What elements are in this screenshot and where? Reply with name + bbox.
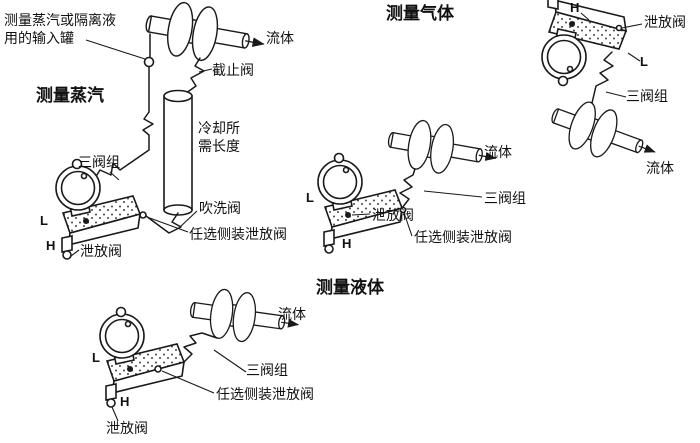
port-high-label-gas: H — [570, 0, 580, 15]
purge-valve-tubing — [145, 212, 182, 234]
figure-steam — [55, 0, 268, 260]
leader-drain-valve — [70, 249, 80, 257]
cooling-length-label-line1: 冷却所 — [198, 120, 240, 136]
input-tank-label-line1: 测量蒸汽或隔离液 — [4, 12, 116, 28]
impulse-line-with-manifold-zigzag — [94, 66, 154, 179]
optional-side-drain-label-steam: 任选侧装泄放阀 — [189, 226, 287, 242]
gas-section-title: 测量气体 — [386, 4, 454, 23]
figure-gas — [541, 0, 663, 175]
figure-liquid — [99, 285, 301, 422]
optional-side-drain-label-liquid: 任选侧装泄放阀 — [216, 386, 314, 402]
manifold-zigzag-tubing — [591, 51, 614, 104]
cooling-length-label-line2: 需长度 — [198, 138, 240, 154]
leader-side-drain — [146, 216, 189, 233]
manifold-label-gas: 三阀组 — [626, 88, 668, 104]
fluid-label-gas: 流体 — [646, 160, 674, 176]
leader-manifold — [109, 171, 120, 181]
port-low-label-gas: L — [640, 54, 648, 69]
fluid-label-liquid: 流体 — [278, 306, 306, 322]
fluid-label-steam: 流体 — [266, 30, 294, 46]
drain-valve-label-steam: 泄放阀 — [80, 243, 122, 259]
port-high-label-gas-variant: H — [342, 236, 352, 251]
pipe-steam — [142, 0, 268, 71]
fluid-label-gas-variant: 流体 — [484, 144, 512, 160]
port-high-label-steam: H — [46, 238, 56, 253]
side-drain-port — [154, 365, 162, 373]
manifold-label-liquid: 三阀组 — [246, 362, 288, 378]
leader-drain-valve — [621, 23, 643, 29]
side-drain-port — [399, 206, 407, 214]
input-tank-label-line2: 用的输入罐 — [4, 30, 74, 46]
port-low-label-steam: L — [40, 213, 48, 228]
leader-stop-valve — [198, 68, 213, 73]
transmitter-gas-variant — [317, 152, 403, 254]
stop-valve-tubing — [181, 57, 205, 97]
pipe-gas-variant — [384, 115, 499, 182]
manifold-zigzag-tubing — [183, 332, 218, 363]
input-tank-pot — [143, 56, 155, 68]
transmitter-liquid — [99, 306, 185, 408]
optional-side-drain-label-gas-variant: 任选侧装泄放阀 — [414, 229, 512, 245]
leader-manifold — [423, 190, 483, 198]
cooling-leg-column — [163, 95, 193, 211]
leader-manifold — [213, 349, 247, 373]
port-low-label-liquid: L — [92, 350, 100, 365]
leader-manifold — [605, 91, 627, 98]
leader-side-drain — [403, 212, 413, 237]
stop-valve-label: 截止阀 — [212, 62, 254, 78]
leader-port-low — [627, 52, 641, 62]
side-drain-port — [139, 211, 147, 219]
leader-input-tank — [85, 39, 146, 60]
port-low-label-gas-variant: L — [306, 190, 314, 205]
manifold-zigzag-tubing — [399, 168, 416, 209]
leader-purge-valve — [179, 210, 198, 228]
transmitter-gas — [541, 0, 627, 87]
drain-valve-label-liquid: 泄放阀 — [106, 420, 148, 436]
drain-valve-label-gas-variant: 泄放阀 — [372, 207, 414, 223]
drain-valve-label-gas: 泄放阀 — [644, 14, 686, 30]
liquid-section-title: 测量液体 — [316, 278, 384, 297]
cooling-leg-bottom — [163, 204, 193, 216]
purge-valve-label: 吹洗阀 — [199, 200, 241, 216]
leader-port-high — [580, 12, 590, 21]
leader-side-drain — [161, 370, 215, 394]
leader-drain-valve — [351, 213, 371, 216]
steam-section-title: 测量蒸汽 — [36, 86, 104, 105]
port-high-label-liquid: H — [120, 394, 130, 409]
figure-gas-variant — [317, 115, 500, 254]
vent-drain-port — [615, 24, 623, 32]
leader-drain-valve — [111, 406, 119, 422]
cooling-leg-top — [163, 89, 193, 103]
manifold-label-gas-variant: 三阀组 — [484, 190, 526, 206]
manifold-label-steam: 三阀组 — [78, 154, 120, 170]
